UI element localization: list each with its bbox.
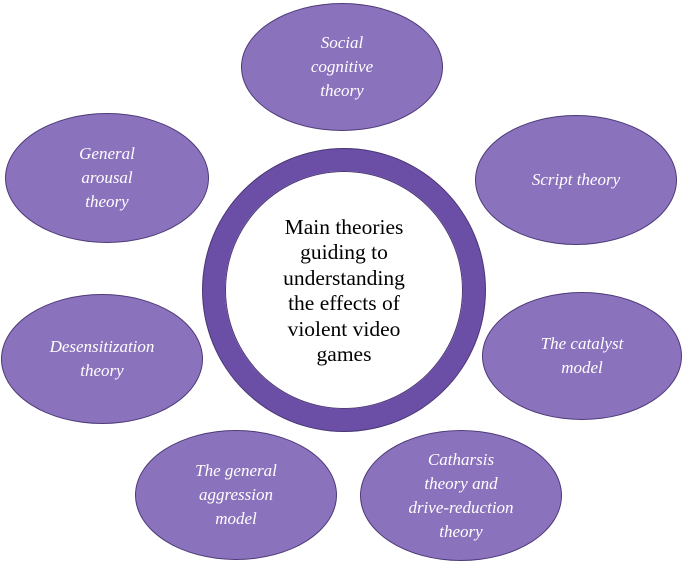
oval-label: Catharsis theory and drive-reduction the… (408, 449, 514, 541)
oval-social-cognitive-theory: Social cognitive theory (241, 3, 443, 131)
oval-desensitization-theory: Desensitization theory (1, 294, 203, 424)
oval-script-theory: Script theory (475, 115, 677, 245)
oval-label: The general aggression model (195, 461, 277, 528)
oval-label: Script theory (531, 170, 621, 189)
center-ring: Main theories guiding to understanding t… (203, 149, 485, 431)
oval-general-aggression-model: The general aggression model (135, 430, 337, 560)
oval-general-arousal-theory: General arousal theory (5, 113, 209, 243)
oval-label: The catalyst model (540, 334, 624, 377)
oval-label: Social cognitive theory (310, 33, 374, 100)
oval-label: General arousal theory (79, 144, 135, 211)
oval-catalyst-model: The catalyst model (482, 292, 682, 420)
center-title: Main theories guiding to understanding t… (283, 214, 405, 367)
oval-label: Desensitization theory (49, 337, 155, 380)
oval-catharsis-drive-reduction-theory: Catharsis theory and drive-reduction the… (360, 430, 562, 561)
